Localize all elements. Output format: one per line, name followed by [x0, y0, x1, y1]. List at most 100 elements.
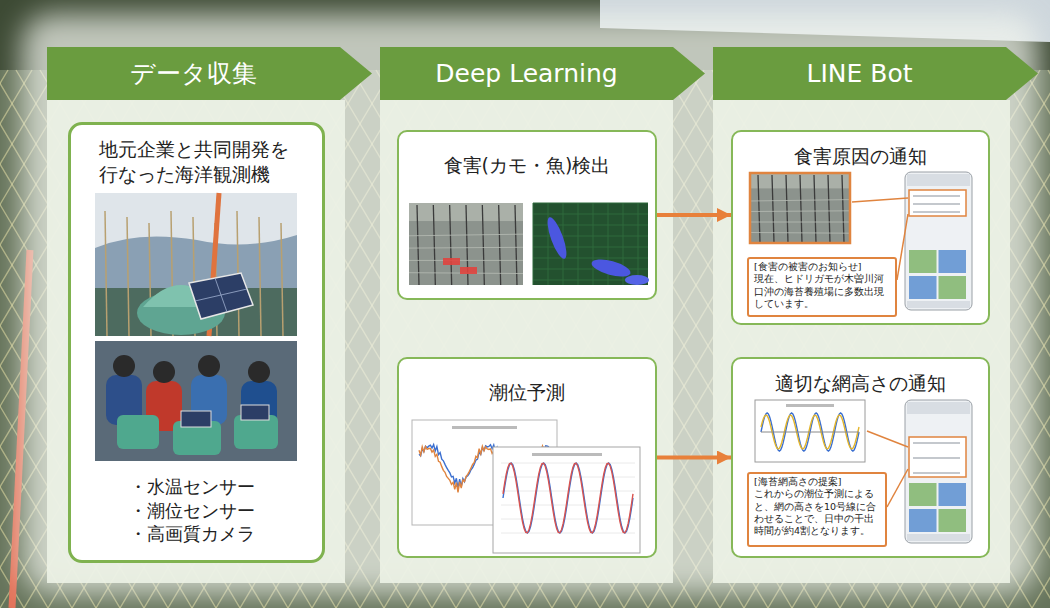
tide-line [761, 415, 859, 449]
tide-line [761, 413, 859, 451]
header-chevron [713, 47, 1038, 100]
flow-arrow [657, 456, 731, 460]
chat-bubble [909, 437, 966, 477]
net-line [409, 260, 523, 261]
chat-line [913, 195, 960, 197]
net-line [750, 200, 850, 201]
sensor-item: ・水温センサー [129, 475, 322, 498]
underwater-net [533, 203, 648, 285]
menu-tile [909, 276, 937, 299]
fish [544, 215, 570, 260]
stage-column: Deep Learning 食害(カモ・魚)検出潮位予測 [380, 47, 705, 583]
chat-line [913, 457, 960, 459]
process-box: 食害(カモ・魚)検出 [397, 130, 657, 300]
detection-box [443, 258, 460, 265]
menu-tile [939, 509, 967, 532]
person-head [248, 361, 270, 383]
bamboo-pole [281, 223, 283, 336]
screenshot-frame [750, 173, 850, 243]
net-pole [515, 205, 517, 285]
device-box: 地元企業と共同開発を行なった海洋観測機・水温センサー・潮位センサー・高画質カメラ [68, 122, 325, 563]
menu-tile [909, 250, 937, 273]
header-label: LINE Bot [713, 47, 1006, 100]
net-line [750, 210, 850, 212]
net-line [409, 234, 523, 236]
process-box: 潮位予測 [397, 357, 657, 558]
flow-arrow [657, 213, 731, 217]
chat-line [913, 203, 960, 205]
header-label: データ収集 [47, 47, 340, 100]
person-head [113, 355, 135, 377]
message-body: これからの潮位予測によると、網の高さを10号線に合わせることで、日中の干出時間が… [754, 488, 880, 537]
stage-column: データ収集地元企業と共同開発を行なった海洋観測機・水温センサー・潮位センサー・高… [47, 47, 372, 583]
device-panel [181, 411, 211, 427]
chart-title-bar [452, 426, 517, 429]
fish [590, 256, 632, 280]
person-head [198, 355, 220, 377]
message-callout: [食害の被害のお知らせ]現在、ヒドリガモが木曽川河口沖の海苔養殖場に多数出現して… [747, 257, 897, 317]
header-chevron [47, 47, 372, 100]
solar-panel [189, 273, 253, 319]
net-line [750, 222, 850, 223]
chat-bubble [909, 190, 966, 216]
bamboo-pole [259, 217, 261, 336]
leader-line [887, 469, 908, 507]
chart-grid [501, 463, 635, 464]
solar-grid [195, 278, 247, 312]
sensor-item: ・高画質カメラ [129, 522, 322, 545]
chart-grid [501, 477, 635, 478]
menu-tile [909, 483, 937, 506]
net-line [409, 247, 523, 249]
phone-bottombar [907, 534, 970, 541]
header-label: Deep Learning [380, 47, 673, 100]
underwater-photo [533, 203, 648, 285]
chart-card [755, 400, 865, 462]
chart-title-bar [786, 404, 834, 407]
bamboo-pole [127, 217, 129, 336]
phone-screen [905, 172, 972, 310]
box-heading: 潮位予測 [399, 380, 655, 405]
chart-grid [501, 505, 635, 506]
illustration [69, 123, 326, 564]
header-chevron [380, 47, 705, 100]
chat-line [913, 211, 960, 213]
box-heading: 食害(カモ・魚)検出 [399, 153, 655, 178]
photo-clouds [95, 193, 297, 248]
message-body: 現在、ヒドリガモが木曽川河口沖の海苔養殖場に多数出現しています。 [754, 273, 890, 310]
menu-tile [909, 509, 937, 532]
chat-line [913, 472, 960, 474]
notice-box: 食害原因の通知 [食害の被害のお知らせ]現在、ヒドリガモが木曽川河口沖の海苔養殖場… [731, 130, 990, 325]
chart-card [493, 447, 640, 553]
chart-grid [501, 519, 635, 520]
nori-net [0, 70, 1050, 608]
person-head [153, 361, 175, 383]
menu-tile [939, 250, 967, 273]
net-line [750, 232, 850, 234]
box-heading: 食害原因の通知 [733, 144, 988, 169]
chart-grid [501, 533, 635, 534]
device [117, 415, 159, 449]
phone-topbar [907, 402, 970, 414]
phone-bottombar [907, 301, 970, 308]
camera-photo [409, 203, 523, 285]
notice-box: 適切な網高さの通知 [海苔網高さの提案]これからの潮位予測によると、網の高さを10… [731, 357, 990, 558]
message-title: [食害の被害のお知らせ] [754, 261, 890, 273]
photo-team [95, 341, 297, 461]
chat-line [913, 442, 960, 444]
box-heading: 適切な網高さの通知 [733, 371, 988, 396]
sensor-item: ・潮位センサー [129, 499, 322, 522]
chart-title-bar [532, 453, 602, 456]
net-height-line [761, 432, 859, 433]
camera-photo [750, 173, 850, 243]
phone-topbar [907, 174, 970, 186]
menu-tile [939, 276, 967, 299]
fish [625, 275, 649, 285]
leader-line [897, 214, 908, 280]
detection-box [460, 267, 477, 274]
photo-sky [95, 193, 297, 336]
message-title: [海苔網高さの提案] [754, 476, 880, 488]
tide-line [503, 463, 633, 532]
leader-line [852, 198, 908, 202]
nori-net [0, 70, 1050, 608]
